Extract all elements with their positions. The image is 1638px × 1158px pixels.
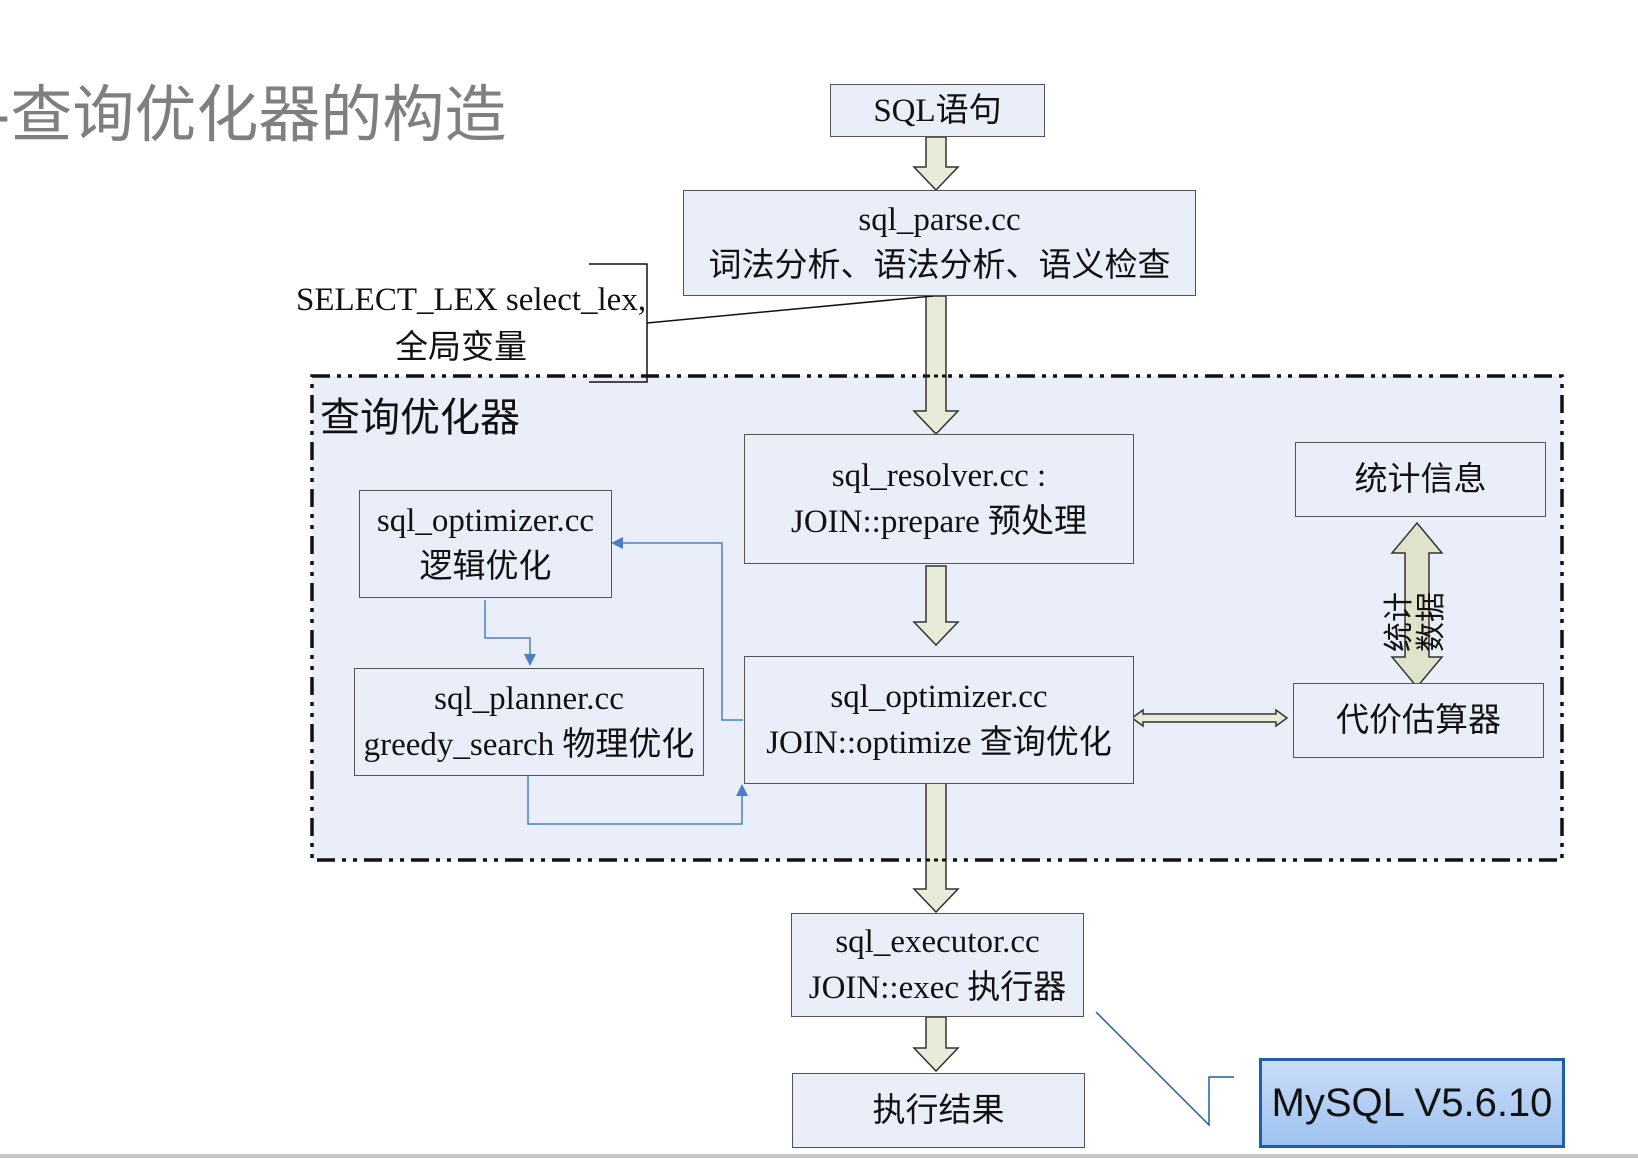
optimize-box: sql_optimizer.cc JOIN::optimize 查询优化 [744, 656, 1134, 784]
logical-optimizer-file-label: sql_optimizer.cc [376, 503, 595, 539]
sql-statement-box: SQL语句 [830, 84, 1045, 137]
arrow-executor-to-result [912, 1016, 960, 1073]
optimize-file-label: sql_optimizer.cc [830, 679, 1048, 715]
planner-description: greedy_search 物理优化 [363, 727, 695, 763]
arrow-optimize-cost [1130, 708, 1289, 728]
stat-data-line2: 数据 [1414, 592, 1449, 652]
callout-leader [646, 295, 934, 324]
optimizer-region-label: 查询优化器 [320, 395, 520, 441]
parse-box: sql_parse.cc 词法分析、语法分析、语义检查 [683, 190, 1196, 296]
logical-optimizer-description: 逻辑优化 [419, 549, 552, 585]
page-title: -查询优化器的构造 [0, 78, 507, 151]
resolver-description: JOIN::prepare 预处理 [790, 504, 1087, 540]
executor-file-label: sql_executor.cc [835, 924, 1040, 960]
cost-estimator-box: 代价估算器 [1293, 683, 1544, 758]
statistics-box: 统计信息 [1295, 442, 1546, 517]
result-box: 执行结果 [792, 1073, 1085, 1148]
result-label: 执行结果 [872, 1092, 1005, 1129]
planner-box: sql_planner.cc greedy_search 物理优化 [354, 668, 704, 776]
callout-line2: 全局变量 [395, 330, 527, 366]
arrow-optimize-to-executor [912, 781, 960, 914]
resolver-file-label: sql_resolver.cc : [831, 458, 1047, 494]
version-leader [1095, 1011, 1234, 1127]
resolver-box: sql_resolver.cc : JOIN::prepare 预处理 [744, 434, 1134, 564]
stat-data-label: 统计 数据 [1382, 582, 1449, 662]
callout-line1: SELECT_LEX select_lex, [296, 282, 647, 318]
sql-statement-label: SQL语句 [873, 92, 1002, 129]
arrow-sql-to-parse [912, 136, 960, 192]
connector-optimize-to-logical [611, 537, 743, 721]
executor-box: sql_executor.cc JOIN::exec 执行器 [791, 913, 1084, 1017]
executor-description: JOIN::exec 执行器 [808, 970, 1067, 1006]
arrow-resolver-to-optimize [912, 565, 960, 647]
stat-data-line1: 统计 [1382, 592, 1417, 652]
optimize-description: JOIN::optimize 查询优化 [766, 725, 1112, 761]
bottom-divider [0, 1154, 1638, 1158]
arrow-parse-to-resolver [912, 295, 960, 436]
statistics-label: 统计信息 [1354, 461, 1487, 498]
callout-text: SELECT_LEX select_lex, 全局变量 [296, 276, 647, 372]
connector-logical-to-planner [484, 600, 536, 666]
logical-optimizer-box: sql_optimizer.cc 逻辑优化 [359, 490, 612, 598]
parse-file-label: sql_parse.cc [858, 202, 1021, 238]
version-badge: MySQL V5.6.10 [1259, 1058, 1565, 1148]
planner-file-label: sql_planner.cc [434, 681, 624, 717]
parse-description: 词法分析、语法分析、语义检查 [708, 248, 1171, 284]
connector-planner-to-optimize [527, 776, 748, 825]
cost-estimator-label: 代价估算器 [1336, 702, 1501, 739]
